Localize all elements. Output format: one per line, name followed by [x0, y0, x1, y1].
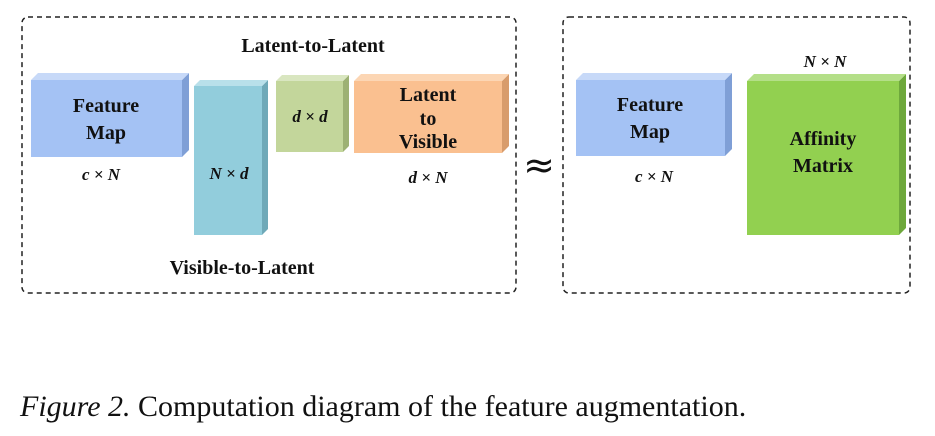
- latent-to-visible-line1: Latent: [400, 84, 457, 106]
- affinity-matrix-block: Affinity Matrix: [747, 74, 906, 235]
- latent-to-visible-line2: to: [420, 108, 437, 130]
- feature-map-left-line2: Map: [86, 122, 126, 144]
- feature-map-right-line1: Feature: [617, 94, 683, 116]
- feature-map-block-left: Feature Map: [31, 73, 189, 157]
- n-by-d-dim: N × d: [209, 164, 249, 183]
- latent-to-visible-block: Latent to Visible: [354, 74, 509, 153]
- affinity-matrix-line2: Matrix: [793, 155, 853, 177]
- affinity-matrix-dim: N × N: [803, 52, 847, 71]
- latent-to-latent-label: Latent-to-Latent: [241, 35, 385, 57]
- feature-map-left-dim: c × N: [82, 165, 121, 184]
- d-by-d-block: d × d: [276, 75, 349, 152]
- n-by-d-block: N × d: [194, 80, 268, 235]
- latent-to-visible-line3: Visible: [399, 131, 457, 153]
- feature-map-right-dim: c × N: [635, 167, 674, 186]
- figure-label: Figure 2.: [20, 390, 131, 423]
- feature-map-left-line1: Feature: [73, 95, 139, 117]
- caption-text: Computation diagram of the feature augme…: [130, 390, 747, 423]
- figure-caption: Figure 2. Computation diagram of the fea…: [20, 389, 920, 425]
- d-by-d-dim: d × d: [292, 107, 328, 126]
- feature-map-block-right: Feature Map: [576, 73, 732, 156]
- visible-to-latent-label: Visible-to-Latent: [170, 257, 315, 279]
- approx-symbol: ≈: [523, 143, 555, 187]
- right-panel-border: [562, 16, 911, 294]
- affinity-matrix-line1: Affinity: [790, 128, 857, 150]
- latent-to-visible-dim: d × N: [409, 168, 449, 187]
- feature-map-right-line2: Map: [630, 121, 670, 143]
- left-panel-border: [21, 16, 517, 294]
